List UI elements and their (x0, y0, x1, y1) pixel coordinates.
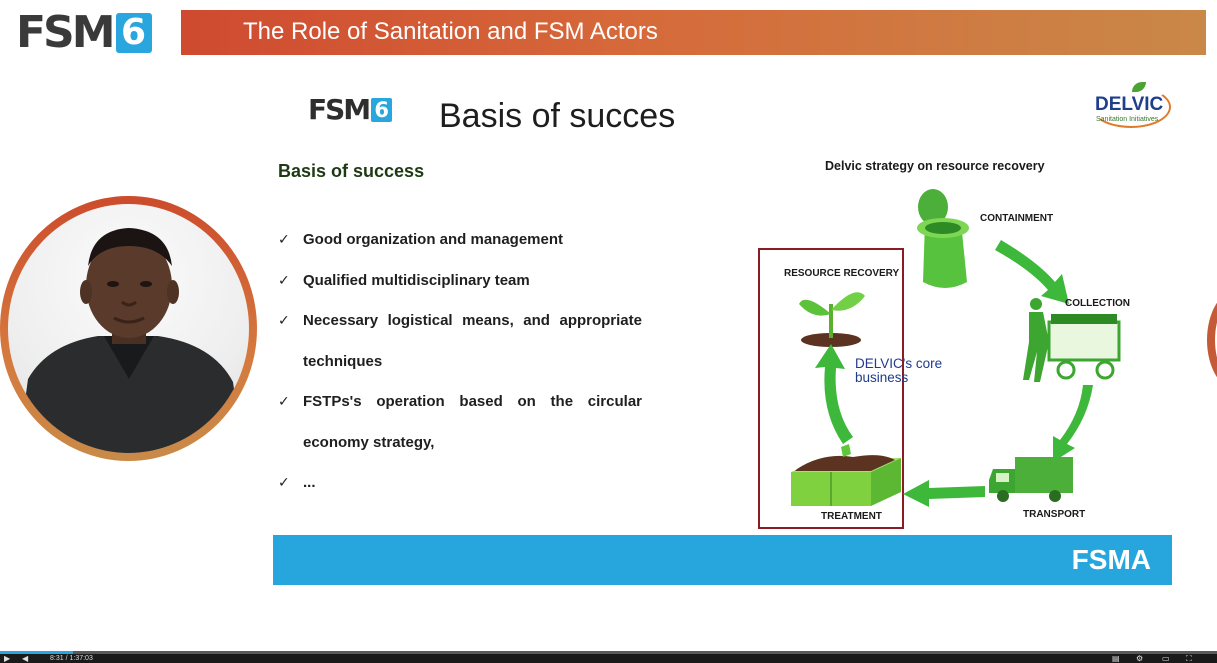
brand-number: 6 (115, 13, 152, 53)
success-bullet-list: ✓Good organization and management ✓Quali… (278, 220, 642, 504)
label-containment: CONTAINMENT (980, 213, 1054, 224)
total-duration: 1:37:03 (69, 655, 93, 662)
check-icon: ✓ (278, 394, 290, 410)
bullet-item: ✓Qualified multidisciplinary team (278, 261, 642, 302)
bullet-item: ✓Good organization and management (278, 220, 642, 261)
fsm6-logo: FSM 6 (16, 10, 152, 56)
core-business-label: DELVIC's core business (855, 356, 943, 385)
plant-sprout-icon (799, 292, 865, 347)
play-icon[interactable]: ▶ (4, 654, 11, 663)
title-banner: The Role of Sanitation and FSM Actors (181, 10, 1206, 55)
core-business-frame (758, 248, 904, 529)
time-separator: / (65, 655, 68, 662)
delvic-logo: DELVIC Sanitation Initiatives (1091, 80, 1173, 128)
bullet-item: ✓Necessary logistical means, and appropr… (278, 301, 642, 382)
cycle-arrow-icon (815, 240, 1093, 507)
adjacent-webcam-ring (1207, 290, 1217, 390)
captions-icon[interactable]: ▤ (1112, 654, 1120, 663)
check-icon: ✓ (278, 272, 290, 289)
bullet-item: ✓... (278, 463, 642, 504)
slide-title: Basis of succes (439, 97, 676, 135)
presenter-video (8, 204, 249, 453)
progress-fill (0, 651, 74, 654)
treatment-bed-icon (791, 444, 901, 506)
check-icon: ✓ (278, 313, 290, 329)
time-readout: 8:31 / 1:37:03 (50, 655, 93, 663)
slide-logo-text: FSM (308, 93, 371, 126)
resource-recovery-diagram: CONTAINMENT COLLECTION TRANSPORT TREATME… (753, 182, 1178, 537)
presenter-webcam (0, 196, 257, 461)
label-transport: TRANSPORT (1023, 509, 1086, 520)
slide-fsm6-logo: FSM 6 (308, 93, 393, 126)
presentation-slide: FSM 6 Basis of succes DELVIC Sanitation … (273, 70, 1178, 590)
miniplayer-icon[interactable]: ▭ (1162, 654, 1170, 663)
current-time: 8:31 (50, 655, 64, 662)
slide-footer-bar: FSMA (273, 535, 1172, 585)
label-collection: COLLECTION (1065, 298, 1130, 309)
settings-icon[interactable]: ⚙ (1136, 654, 1144, 663)
toilet-icon (917, 189, 969, 288)
progress-bar[interactable] (0, 651, 1217, 654)
cart-worker-icon (1023, 298, 1121, 382)
footer-label: FSMA (1071, 544, 1151, 575)
bullet-item: ✓FSTPs's operation based on the circular… (278, 382, 642, 463)
check-icon: ✓ (278, 475, 290, 491)
volume-icon[interactable]: ◀ (22, 654, 29, 663)
brand-text: FSM (16, 7, 116, 58)
cycle-diagram-graphic (758, 189, 1121, 529)
fullscreen-icon[interactable]: ⛶ (1186, 654, 1192, 663)
video-player-controls: ▶ ◀ 8:31 / 1:37:03 ▤ ⚙ ▭ ⛶ (0, 651, 1217, 663)
delvic-leaf-icon (1132, 82, 1146, 92)
label-resource-recovery: RESOURCE RECOVERY (784, 268, 900, 279)
check-icon: ✓ (278, 232, 290, 248)
delvic-name: DELVIC (1095, 94, 1164, 115)
presenter-silhouette-icon (18, 228, 243, 453)
slide-logo-number: 6 (371, 98, 393, 122)
diagram-title: Delvic strategy on resource recovery (825, 159, 1045, 173)
section-heading: Basis of success (278, 161, 425, 181)
banner-title: The Role of Sanitation and FSM Actors (243, 18, 658, 45)
label-treatment: TREATMENT (821, 511, 882, 522)
truck-icon (989, 457, 1073, 502)
delvic-arc-icon (1091, 86, 1171, 128)
delvic-tagline: Sanitation Initiatives (1096, 116, 1159, 123)
